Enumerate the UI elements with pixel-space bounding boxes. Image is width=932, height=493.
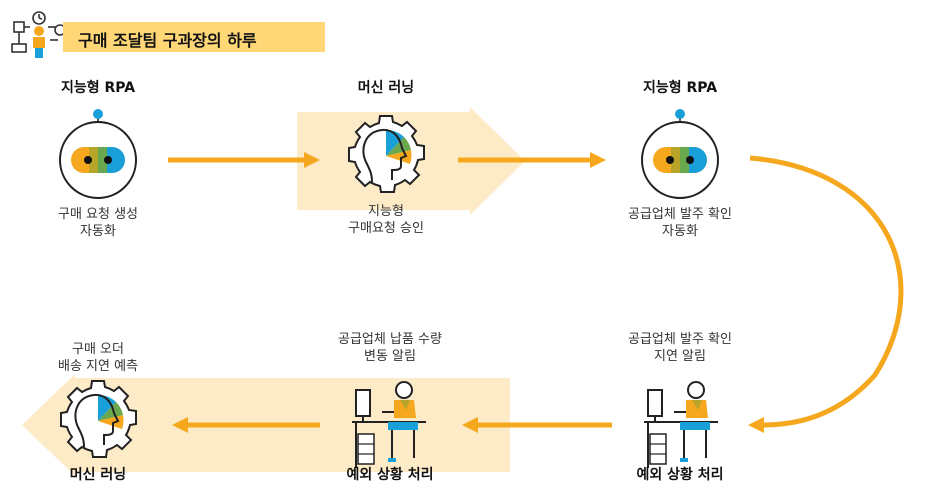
step-tag-ml: 머신 러닝 bbox=[69, 467, 127, 483]
step-tag-rpa: 지능형 RPA bbox=[642, 80, 718, 96]
step-caption-line2: 배송 지연 예측 bbox=[57, 359, 139, 374]
team-logo-icon bbox=[11, 11, 66, 53]
step-caption-line2: 지연 알림 bbox=[654, 349, 706, 364]
step-caption-line1: 구매 요청 생성 bbox=[57, 207, 139, 222]
step-caption-line1: 구매 오더 bbox=[72, 342, 124, 357]
step-caption-line2: 변동 알림 bbox=[364, 349, 416, 364]
step-tag-ml: 머신 러닝 bbox=[357, 80, 415, 96]
person-at-desk-icon bbox=[352, 381, 426, 468]
step-caption-line1: 공급업체 발주 확인 bbox=[628, 207, 732, 222]
step-tag-exception: 예외 상황 처리 bbox=[636, 467, 724, 483]
machine-learning-gear-icon bbox=[60, 380, 137, 458]
title-banner bbox=[63, 22, 325, 52]
machine-learning-gear-icon bbox=[348, 115, 425, 193]
logo-head bbox=[34, 26, 44, 36]
step-caption-line1: 지능형 bbox=[368, 204, 404, 219]
rpa-robot-icon bbox=[641, 109, 719, 199]
logo-legs bbox=[35, 48, 43, 58]
step-tag-rpa: 지능형 RPA bbox=[60, 80, 136, 96]
page-title: 구매 조달팀 구과장의 하루 bbox=[78, 31, 257, 50]
flow-arrows bbox=[168, 152, 904, 433]
person-at-desk-icon bbox=[644, 381, 718, 468]
logo-body bbox=[33, 37, 45, 48]
step-caption-line1: 공급업체 납품 수량 bbox=[338, 332, 442, 347]
step-caption-line1: 공급업체 발주 확인 bbox=[628, 332, 732, 347]
step-caption-line2: 구매요청 승인 bbox=[348, 221, 424, 236]
step-caption-line2: 자동화 bbox=[662, 224, 698, 239]
rpa-robot-icon bbox=[59, 109, 137, 199]
step-caption-line2: 자동화 bbox=[80, 224, 116, 239]
step-tag-exception: 예외 상황 처리 bbox=[346, 467, 434, 483]
